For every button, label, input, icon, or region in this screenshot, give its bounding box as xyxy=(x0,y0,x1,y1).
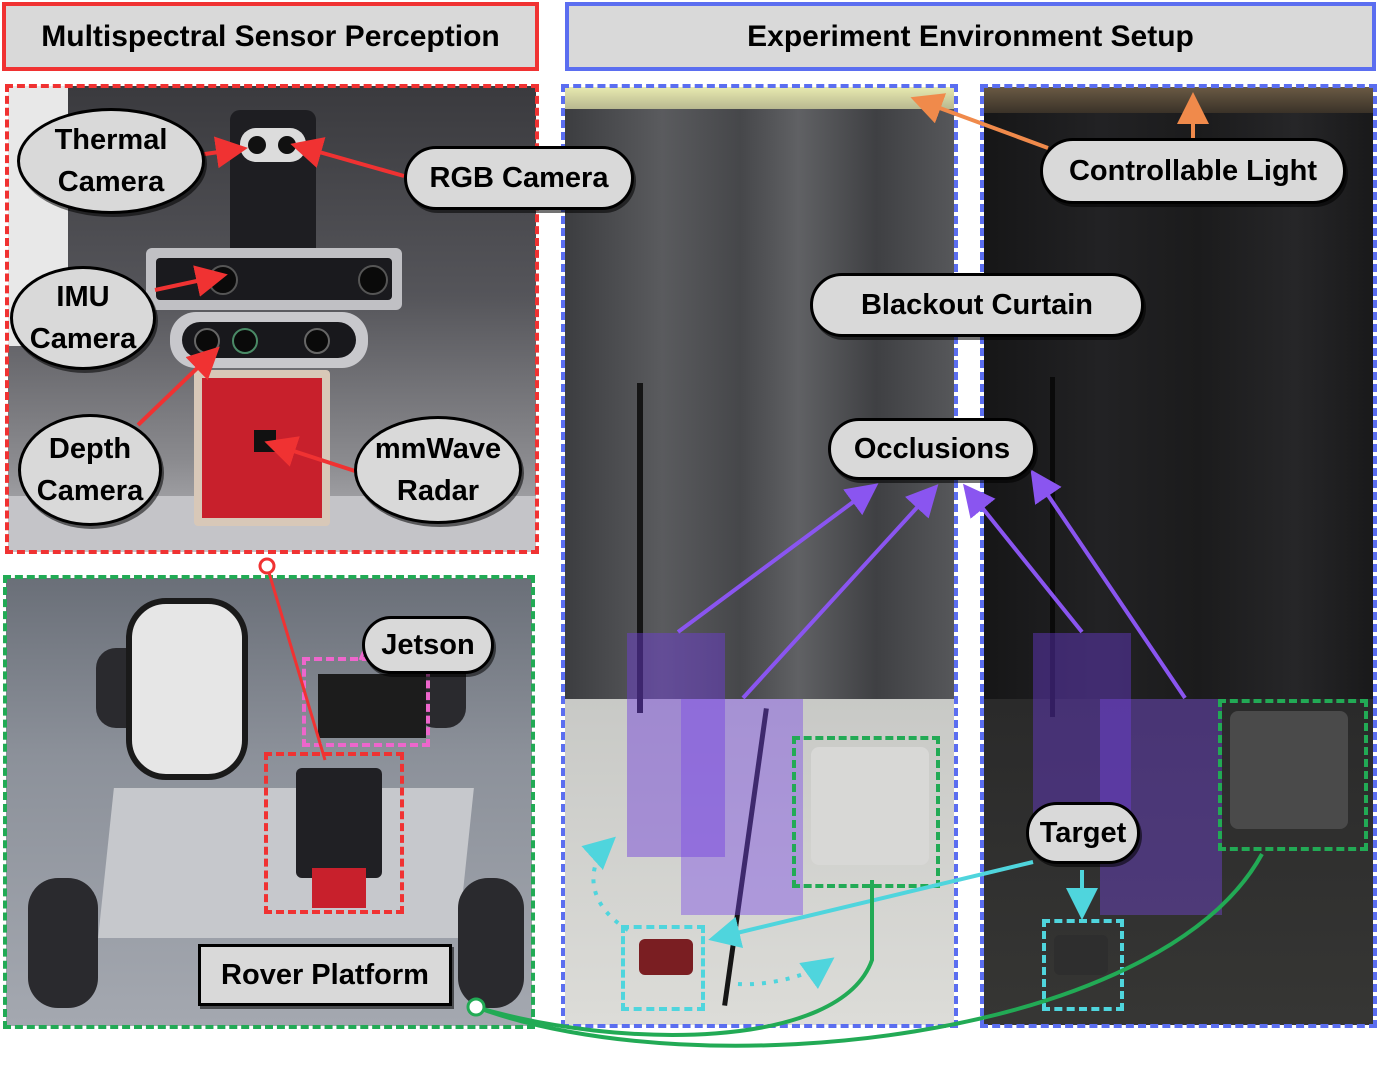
label-jetson-text: Jetson xyxy=(381,628,475,661)
arrow-rgb xyxy=(290,137,405,178)
rover-radar-board xyxy=(312,868,366,908)
header-experiment-setup-text: Experiment Environment Setup xyxy=(747,19,1194,53)
bright-rover xyxy=(811,747,929,865)
label-thermal-camera: Thermal Camera xyxy=(17,108,205,214)
dark-occlusion-plant xyxy=(1033,633,1131,829)
header-sensor-perception: Multispectral Sensor Perception xyxy=(2,2,539,71)
label-curtain-text: Blackout Curtain xyxy=(860,288,1094,321)
bright-tripod xyxy=(637,383,643,713)
bright-light-bar xyxy=(565,87,954,109)
bright-target-car xyxy=(639,939,693,975)
label-imu-line1: IMU xyxy=(56,280,110,313)
label-occlusions-text: Occlusions xyxy=(853,432,1011,465)
label-rgb-text: RGB Camera xyxy=(429,161,609,194)
label-depth-camera: Depth Camera xyxy=(18,414,162,526)
dark-target-box xyxy=(1042,919,1124,1011)
label-blackout-curtain: Blackout Curtain xyxy=(810,273,1144,337)
sensor-perception-frame xyxy=(5,84,539,554)
target-path-dotted-2 xyxy=(737,957,835,990)
label-controllable-light: Controllable Light xyxy=(1040,138,1346,204)
jetson-board xyxy=(318,674,426,738)
arrow-depth xyxy=(136,346,220,427)
rover-sensor-stack xyxy=(296,768,382,878)
dark-target-car xyxy=(1054,935,1108,975)
sensor-highlight-box xyxy=(264,752,404,914)
label-imu-camera: IMU Camera xyxy=(10,266,156,370)
bright-rover-box xyxy=(792,736,940,888)
connector-sensor-to-rover xyxy=(265,565,327,761)
label-radar-line2: Radar xyxy=(396,475,480,507)
label-depth-line1: Depth xyxy=(48,432,132,465)
target-path-dotted xyxy=(581,836,630,932)
arrow-target-bright xyxy=(708,860,1034,948)
bright-occlusion-plant xyxy=(627,633,725,857)
connector-rover-green xyxy=(475,880,874,1037)
imu-lens-right xyxy=(358,265,388,295)
label-rover-text: Rover Platform xyxy=(221,958,429,991)
dark-tripod xyxy=(1050,377,1055,717)
arrow-radar xyxy=(264,436,359,474)
header-experiment-setup: Experiment Environment Setup xyxy=(565,2,1376,71)
label-radar-line1: mmWave xyxy=(374,432,502,465)
rover-wheel-front-left xyxy=(28,878,98,1008)
flir-lens-left xyxy=(248,136,266,154)
connector-rover-green-2 xyxy=(475,853,1264,1048)
depth-lens-right xyxy=(304,328,330,354)
bright-target-box xyxy=(621,925,705,1011)
label-target-text: Target xyxy=(1039,816,1127,849)
arrow-occlusion-3 xyxy=(962,483,1084,634)
label-thermal-line2: Camera xyxy=(57,166,165,198)
arrow-imu xyxy=(154,265,228,297)
label-rgb-camera: RGB Camera xyxy=(404,146,634,210)
arrow-occlusion-2 xyxy=(741,484,939,700)
header-sensor-perception-text: Multispectral Sensor Perception xyxy=(41,19,500,53)
label-mmwave-radar: mmWave Radar xyxy=(354,416,522,524)
arrow-thermal xyxy=(197,136,248,169)
label-thermal-line1: Thermal xyxy=(54,123,168,156)
bright-occlusion-sheet xyxy=(681,699,803,915)
label-rover-platform: Rover Platform xyxy=(198,944,452,1006)
cable-spool xyxy=(126,598,248,780)
label-jetson: Jetson xyxy=(362,616,494,674)
dark-rover xyxy=(1230,711,1348,829)
arrow-occlusion-4 xyxy=(1030,469,1187,700)
rover-wheel-front-right xyxy=(458,878,524,1008)
label-imu-line2: Camera xyxy=(29,323,137,355)
connector-rover-dot xyxy=(466,997,486,1017)
connector-sensor-dot xyxy=(258,557,276,575)
arrow-light-left xyxy=(910,93,1049,150)
arrow-occlusion-1 xyxy=(676,483,879,634)
dark-rover-box xyxy=(1218,699,1368,851)
bright-room-photo xyxy=(565,87,954,1025)
label-depth-line2: Camera xyxy=(36,475,144,507)
depth-lens-center xyxy=(232,328,258,354)
dark-room-frame xyxy=(980,84,1377,1028)
label-light-text: Controllable Light xyxy=(1068,154,1318,187)
label-occlusions: Occlusions xyxy=(828,418,1036,480)
label-target: Target xyxy=(1026,802,1140,864)
